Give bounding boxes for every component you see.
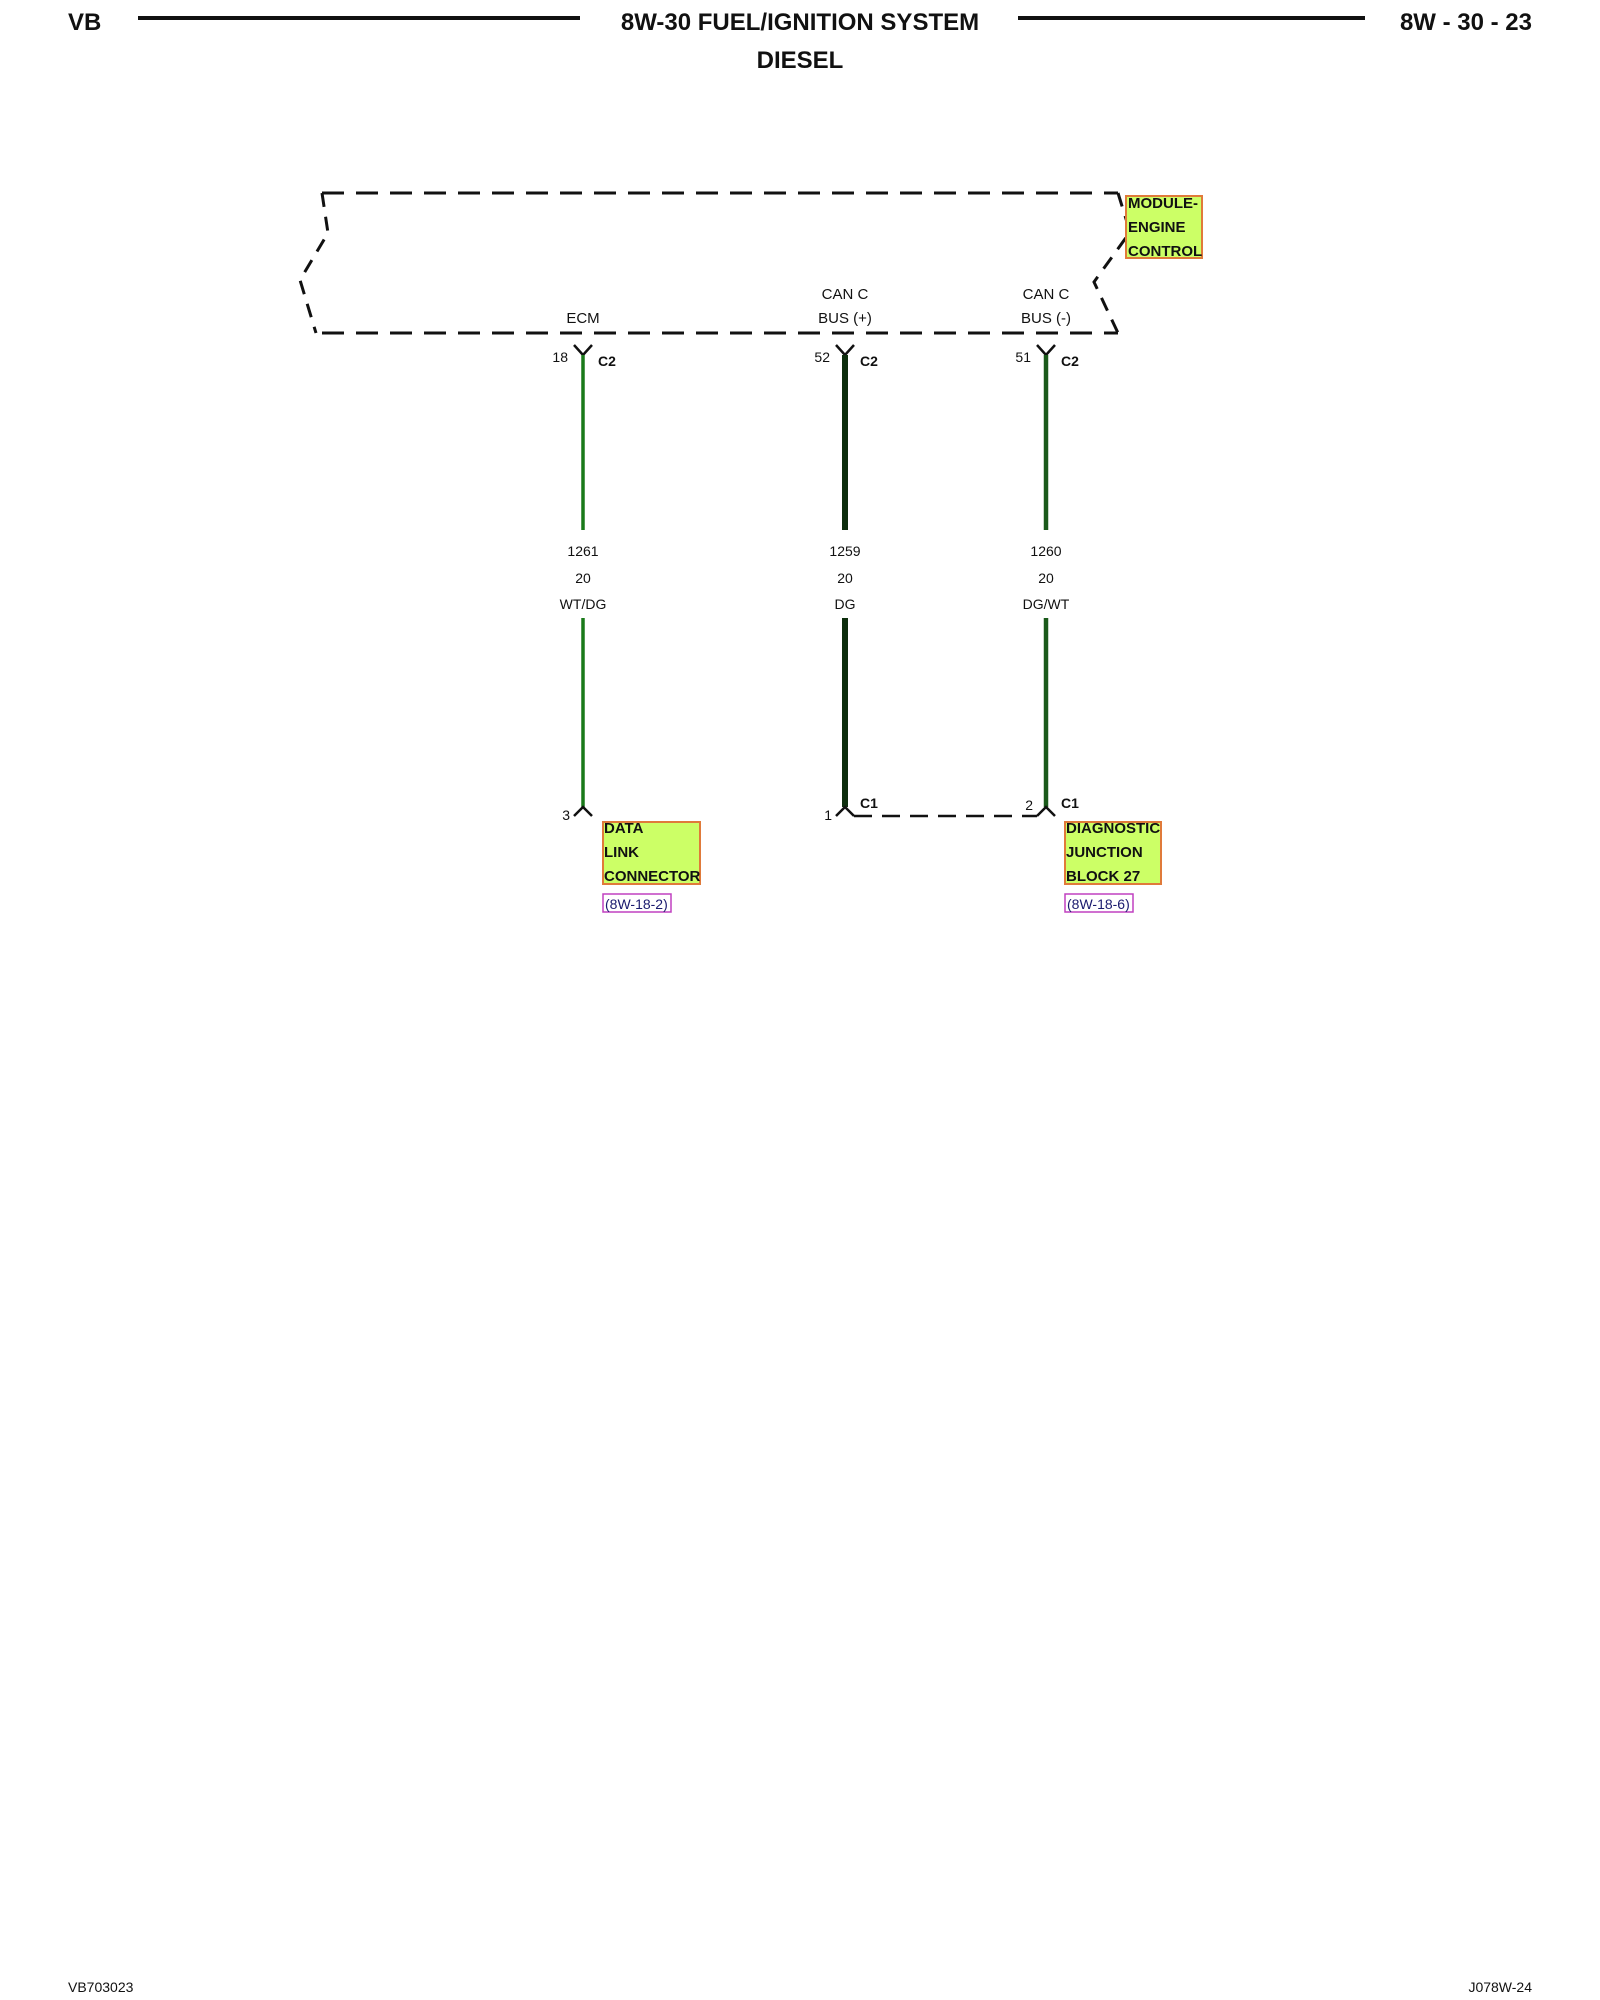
data-link-label-line-3: CONNECTOR	[604, 868, 701, 885]
engine-control-module-outline	[298, 191, 1132, 335]
wire-1260[interactable]	[1036, 344, 1056, 817]
wire-1260-circuit: 1260	[1030, 543, 1061, 559]
diag-block-label-line-1: DIAGNOSTIC	[1066, 820, 1160, 837]
wire-1261-color: WT/DG	[560, 596, 607, 612]
module-label-line-2: ENGINE	[1128, 219, 1186, 236]
wire-1261-top-connector: C2	[598, 353, 616, 369]
wire-1261-bottom-pin: 3	[562, 807, 570, 823]
wire-1260-top-pin: 51	[1015, 349, 1031, 365]
female-terminal-icon	[1036, 344, 1056, 357]
can-c-plus-label-line-2: BUS (+)	[818, 310, 872, 327]
wire-1261[interactable]	[573, 344, 593, 817]
data-link-reference-link[interactable]: (8W-18-2)	[602, 893, 672, 913]
wire-1261-top-pin: 18	[552, 349, 568, 365]
wire-1261-gauge: 20	[575, 570, 591, 586]
diag-block-reference-link[interactable]: (8W-18-6)	[1064, 893, 1134, 913]
module-label-line-3: CONTROL	[1128, 243, 1202, 260]
wire-1260-bottom-connector: C1	[1061, 795, 1079, 811]
diag-block-reference-text: (8W-18-6)	[1067, 896, 1130, 912]
wire-1259-bottom-pin: 1	[824, 807, 832, 823]
data-link-connector-label[interactable]: DATA LINK CONNECTOR	[602, 820, 701, 885]
header-vehicle-code: VB	[68, 9, 101, 36]
wire-1259-circuit: 1259	[829, 543, 860, 559]
can-c-minus-label-line-2: BUS (-)	[1021, 310, 1071, 327]
wire-1259-color: DG	[835, 596, 856, 612]
wire-1259-bottom-connector: C1	[860, 795, 878, 811]
male-terminal-icon	[835, 805, 855, 817]
diag-block-label-line-3: BLOCK 27	[1066, 868, 1140, 885]
page-subtitle: DIESEL	[757, 47, 844, 74]
male-terminal-icon	[1036, 805, 1056, 817]
diag-block-label-line-2: JUNCTION	[1066, 844, 1143, 861]
ecm-signal-label: ECM	[566, 310, 599, 327]
wire-1260-bottom-pin: 2	[1025, 797, 1033, 813]
data-link-label-line-2: LINK	[604, 844, 639, 861]
data-link-label-line-1: DATA	[604, 820, 644, 837]
can-c-plus-label-line-1: CAN C	[822, 286, 869, 303]
module-engine-control-label[interactable]: MODULE- ENGINE CONTROL	[1125, 195, 1203, 260]
diagnostic-junction-block-label[interactable]: DIAGNOSTIC JUNCTION BLOCK 27	[1064, 820, 1162, 885]
footer-figure-code: VB703023	[68, 1979, 134, 1995]
wire-1260-color: DG/WT	[1023, 596, 1070, 612]
wire-1259-top-pin: 52	[814, 349, 830, 365]
page-number: 8W - 30 - 23	[1400, 9, 1532, 36]
wire-1259-top-connector: C2	[860, 353, 878, 369]
wire-1260-gauge: 20	[1038, 570, 1054, 586]
male-terminal-icon	[573, 805, 593, 817]
wire-1261-circuit: 1261	[567, 543, 598, 559]
wire-1259[interactable]	[835, 344, 855, 817]
female-terminal-icon	[835, 344, 855, 357]
module-label-line-1: MODULE-	[1128, 195, 1198, 212]
female-terminal-icon	[573, 344, 593, 357]
wire-1259-gauge: 20	[837, 570, 853, 586]
wire-1260-top-connector: C2	[1061, 353, 1079, 369]
data-link-reference-text: (8W-18-2)	[605, 896, 668, 912]
page-title: 8W-30 FUEL/IGNITION SYSTEM	[621, 9, 979, 36]
footer-drawing-code: J078W-24	[1468, 1979, 1532, 1995]
can-c-minus-label-line-1: CAN C	[1023, 286, 1070, 303]
